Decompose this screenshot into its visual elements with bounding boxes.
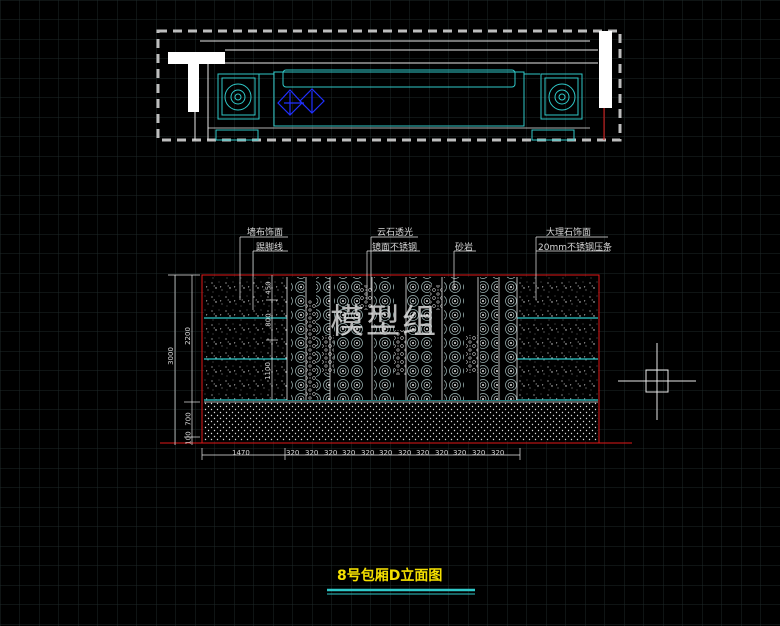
- dim-bottom-10: 320: [453, 449, 467, 457]
- dim-bottom-8: 320: [416, 449, 430, 457]
- dim-bottom-7: 320: [398, 449, 412, 457]
- plan-view: [156, 29, 622, 142]
- label-sandstone: 砂岩: [455, 243, 474, 253]
- dim-bottom-6: 320: [379, 449, 393, 457]
- dim-bottom-2: 320: [305, 449, 319, 457]
- drawing-title: 8号包厢D立面图: [337, 568, 443, 584]
- label-skirting: 踢脚线: [256, 243, 284, 253]
- watermark-text: 模型组: [330, 302, 438, 342]
- crosshair-cursor: [618, 343, 696, 420]
- decor-columns: [286, 277, 518, 400]
- dim-bottom-11: 320: [472, 449, 486, 457]
- dim-left-inner-0: 450: [264, 281, 273, 295]
- dim-bottom-4: 320: [342, 449, 356, 457]
- dim-left-inner-2: 1100: [263, 362, 272, 380]
- elevation-view: [160, 236, 696, 460]
- label-mirror-steel: 镜面不锈钢: [372, 243, 418, 253]
- dim-bottom-5: 320: [361, 449, 375, 457]
- label-cloud-stone: 云石透光: [377, 228, 414, 238]
- dim-left-mid-0: 2200: [183, 327, 192, 345]
- dim-bottom-9: 320: [435, 449, 449, 457]
- dim-bottom-3: 320: [324, 449, 338, 457]
- dim-left-mid-1: 700: [184, 412, 193, 426]
- label-steel-strip: 20mm不锈钢压条: [538, 243, 612, 253]
- dim-left-mid-2: 100: [184, 431, 193, 445]
- dim-bottom-0: 1470: [232, 449, 250, 457]
- dim-bottom-12: 320: [491, 449, 505, 457]
- dim-left-inner-1: 800: [264, 313, 273, 327]
- label-wall-fabric: 墙布饰面: [247, 228, 284, 238]
- dim-left-outer: 3000: [166, 347, 175, 365]
- dim-bottom-1: 320: [286, 449, 300, 457]
- label-marble: 大理石饰面: [546, 228, 592, 238]
